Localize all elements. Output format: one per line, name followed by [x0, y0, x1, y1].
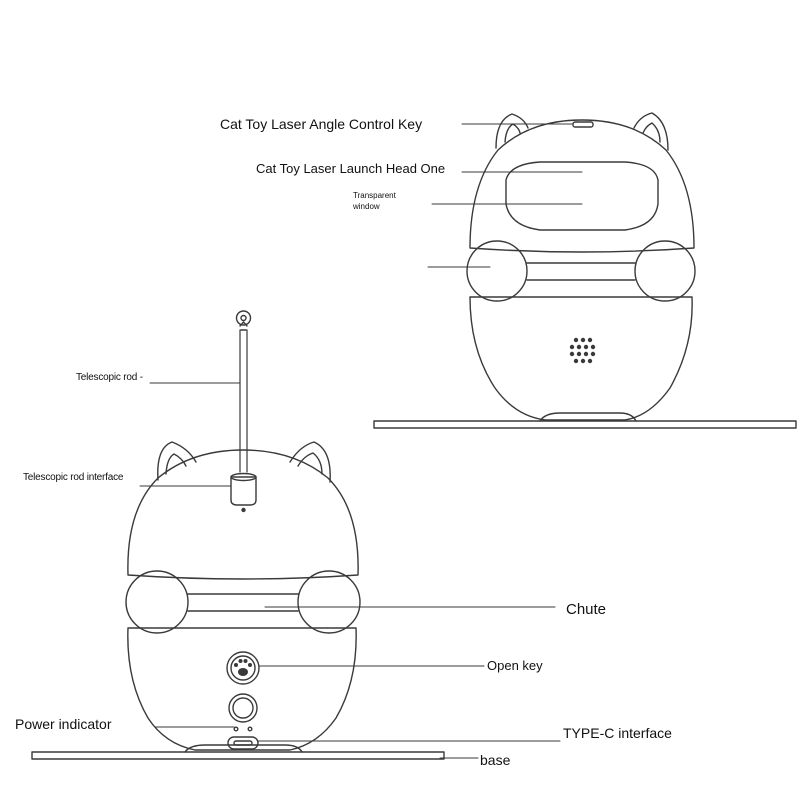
front-view-lower-body — [127, 627, 357, 751]
back-view-lower-body — [469, 296, 693, 421]
back-view-head — [469, 119, 695, 253]
label-base: base — [480, 752, 511, 768]
back-view-left-ball — [466, 240, 528, 302]
power-indicator-light — [233, 726, 239, 732]
front-view-right-ear — [289, 441, 331, 483]
label-transparent-window: Transparent window — [353, 190, 396, 212]
label-open-key: Open key — [487, 658, 543, 673]
label-chute: Chute — [566, 601, 607, 618]
back-view-left-ear — [495, 113, 529, 149]
label-transparent-window-line2: window — [353, 202, 380, 211]
telescopic-rod-tip — [235, 310, 252, 326]
back-view-figure — [373, 112, 797, 429]
paw-icon — [234, 659, 252, 676]
label-transparent-window-line1: Transparent — [353, 191, 396, 200]
back-view-right-ball — [634, 240, 696, 302]
power-button — [228, 693, 258, 723]
open-key-button — [226, 651, 260, 685]
label-power-indicator: Power indicator — [15, 716, 112, 732]
front-view-base-plate — [31, 751, 445, 760]
laser-angle-key-button — [572, 121, 594, 128]
speaker-grill — [569, 337, 596, 364]
label-laser-angle-key: Cat Toy Laser Angle Control Key — [220, 116, 423, 132]
label-type-c-interface: TYPE-C interface — [563, 725, 672, 741]
front-view-head — [127, 449, 359, 580]
back-view-right-ear — [633, 112, 669, 151]
front-view-left-ear — [157, 441, 197, 481]
label-telescopic-rod-interface: Telescopic rod interface — [23, 472, 124, 483]
front-view-right-ball — [297, 570, 361, 634]
telescopic-rod-interface-knob — [230, 476, 257, 506]
back-view-face-window — [505, 161, 659, 231]
back-view-base-plate — [373, 420, 797, 429]
label-laser-launch-head: Cat Toy Laser Launch Head One — [256, 161, 446, 176]
front-view-left-ball — [125, 570, 189, 634]
type-c-port — [227, 736, 259, 750]
front-view-figure — [31, 310, 561, 760]
label-telescopic-rod: Telescopic rod - — [76, 372, 143, 383]
